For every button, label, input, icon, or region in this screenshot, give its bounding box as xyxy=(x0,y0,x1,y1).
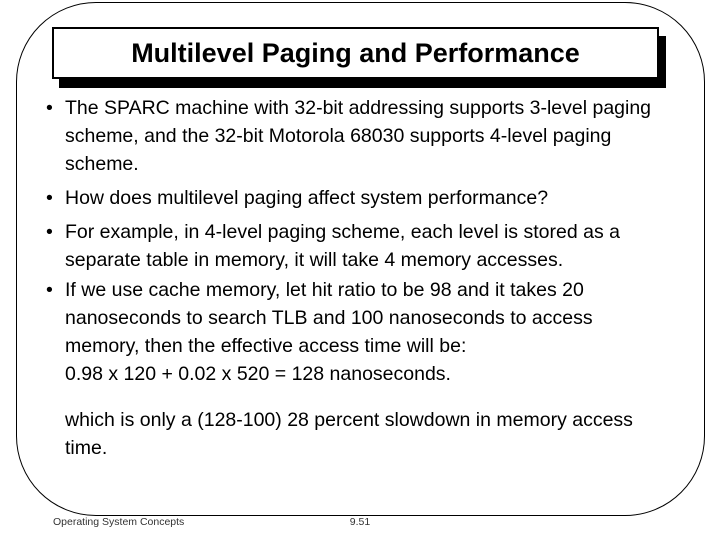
bullet-text: If we use cache memory, let hit ratio to… xyxy=(65,279,593,357)
bullet-icon: • xyxy=(46,221,53,243)
footer-page-number: 9.51 xyxy=(349,516,371,528)
bullet-text: How does multilevel paging affect system… xyxy=(65,187,549,209)
bullet-text: The SPARC machine with 32-bit addressing… xyxy=(65,97,652,175)
title-box: Multilevel Paging and Performance xyxy=(52,27,659,79)
bullet-item: • If we use cache memory, let hit ratio … xyxy=(46,276,665,360)
slide-rounded-border xyxy=(16,2,705,516)
bullet-icon: • xyxy=(46,97,53,119)
conclusion-line: which is only a (128-100) 28 percent slo… xyxy=(65,409,633,459)
formula-line: 0.98 x 120 + 0.02 x 520 = 128 nanosecond… xyxy=(65,363,451,385)
bullet-item: • For example, in 4-level paging scheme,… xyxy=(46,218,665,274)
bullet-icon: • xyxy=(46,279,53,301)
page-title: Multilevel Paging and Performance xyxy=(131,37,580,68)
bullet-icon: • xyxy=(46,187,53,209)
bullet-text: For example, in 4-level paging scheme, e… xyxy=(65,221,620,271)
footer-book-title: Operating System Concepts xyxy=(53,516,185,528)
slide-body: • The SPARC machine with 32-bit addressi… xyxy=(46,94,665,462)
bullet-item: • The SPARC machine with 32-bit addressi… xyxy=(46,94,665,178)
bullet-item: • How does multilevel paging affect syst… xyxy=(46,184,665,212)
